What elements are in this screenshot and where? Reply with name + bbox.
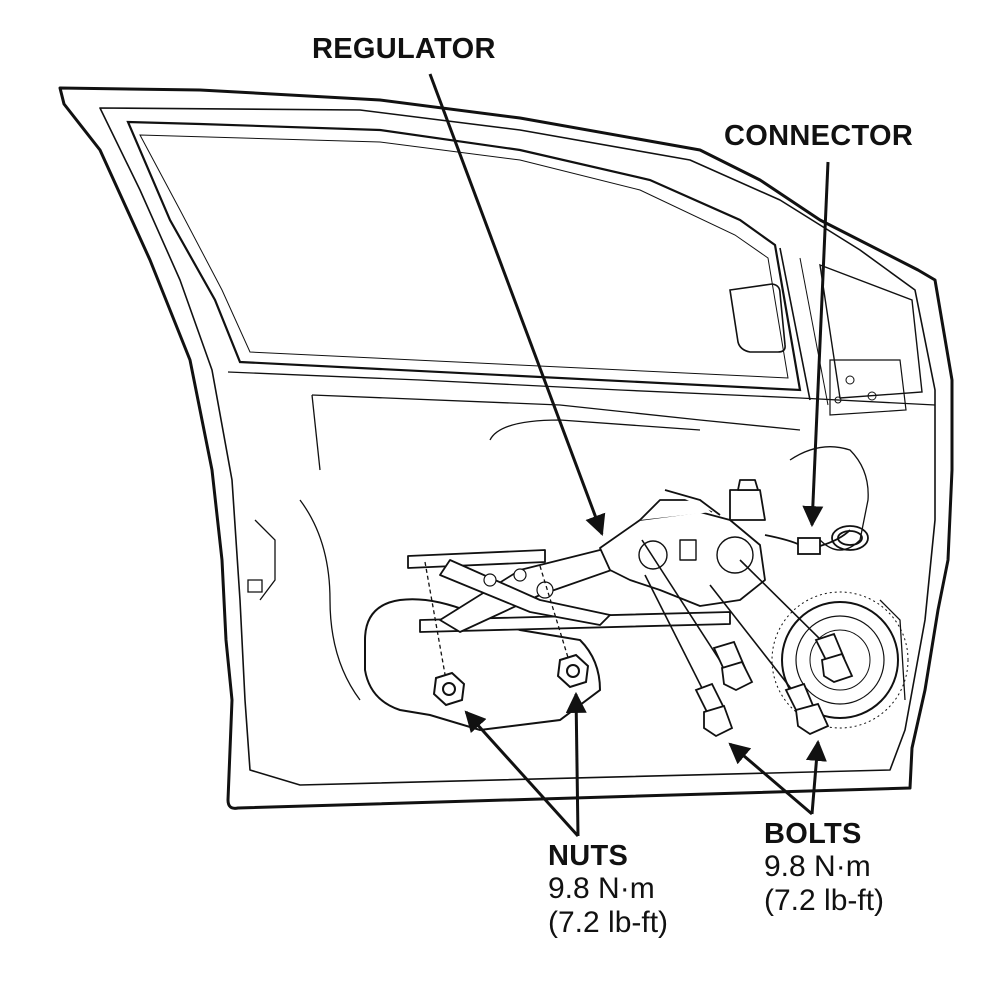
nuts-torque-imperial: (7.2 lb-ft) [548,906,669,940]
bolts-leader-arrow-left [728,742,813,816]
connector-leader-arrow [802,161,830,528]
bolt-install-lines [641,539,827,701]
nut-install-lines [424,561,571,681]
connector-label-text: CONNECTOR [724,120,914,152]
nuts-label: NUTS 9.8 N·m (7.2 lb-ft) [548,840,668,940]
regulator-leader-arrow [428,73,606,536]
bolts-torque-metric: 9.8 N·m [764,850,871,884]
connector-label: CONNECTOR [724,120,913,152]
door-outline [58,86,954,810]
nuts-leader-arrow-right [565,691,587,837]
bolts-title: BOLTS [764,818,862,850]
nuts-title: NUTS [548,840,629,872]
window-glass [126,120,923,416]
nuts-leader-arrow-left [464,710,580,838]
nut-right [556,653,590,689]
regulator-assembly [407,479,766,633]
bolts-leader-arrow-right [805,739,827,815]
bolt-2 [694,682,734,738]
nuts-torque-metric: 9.8 N·m [548,872,655,906]
inner-panel-contours [227,371,936,701]
access-hole [364,598,602,732]
regulator-label-text: REGULATOR [312,33,496,65]
regulator-label: REGULATOR [312,33,496,65]
bolt-4 [814,632,854,683]
leader-arrows [428,73,830,838]
bolt-1 [712,640,754,692]
nut-left [432,671,466,707]
bolts-label: BOLTS 9.8 N·m (7.2 lb-ft) [764,818,884,918]
bolt-3 [784,682,830,736]
bolts-torque-imperial: (7.2 lb-ft) [764,884,885,918]
connector-harness [764,525,869,555]
speaker [771,591,909,729]
